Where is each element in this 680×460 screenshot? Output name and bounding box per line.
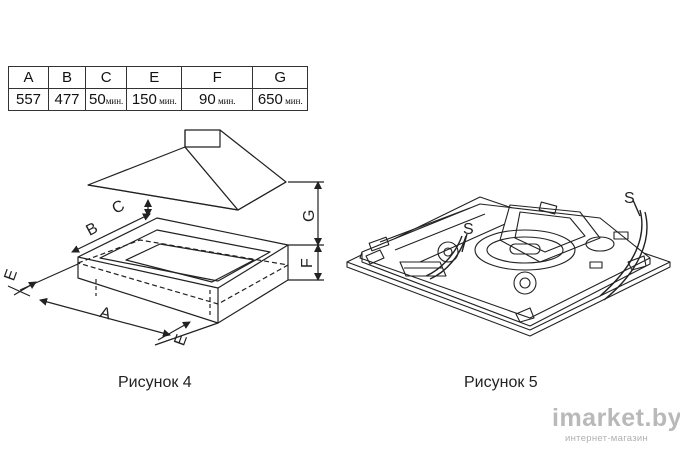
figure5-caption: Рисунок 5 xyxy=(464,374,538,391)
value-number: 557 xyxy=(15,91,42,108)
dimensions-value-row: 557 477 50мин. 150 мин. 90 мин. 650 мин. xyxy=(8,88,309,111)
label-s-left: S xyxy=(463,221,474,238)
watermark-logo: imarket.by xyxy=(552,404,680,432)
watermark-subtitle: интернет-магазин xyxy=(565,433,649,444)
value-number: 90 xyxy=(199,91,216,108)
value-unit: мин. xyxy=(156,96,177,106)
cable-s xyxy=(425,199,648,301)
dimension-lines xyxy=(7,181,324,346)
dimensions-table: A B C E F G 557 477 50мин. 150 мин. 90 м… xyxy=(8,66,309,111)
label-s-right: S xyxy=(624,190,635,207)
value-number: 477 xyxy=(54,91,80,108)
label-a: A xyxy=(98,304,113,323)
figure4-caption: Рисунок 4 xyxy=(118,374,192,391)
value-number: 50 xyxy=(89,91,106,108)
value-cell-c: 50мин. xyxy=(84,88,128,111)
cooktop-panel xyxy=(346,196,671,337)
value-unit: мин. xyxy=(105,96,124,106)
value-number: 650 xyxy=(257,91,283,108)
hood-shape xyxy=(87,129,287,211)
value-cell-e: 150 мин. xyxy=(126,88,183,111)
value-cell-g: 650 мин. xyxy=(252,88,309,111)
value-cell-b: 477 xyxy=(48,88,86,111)
label-f: F xyxy=(299,258,316,268)
value-unit: мин. xyxy=(282,96,303,106)
value-number: 150 xyxy=(131,91,157,108)
value-unit: мин. xyxy=(215,96,236,106)
label-g: G xyxy=(301,210,318,222)
value-cell-f: 90 мин. xyxy=(181,88,254,111)
value-cell-a: 557 xyxy=(8,88,49,111)
